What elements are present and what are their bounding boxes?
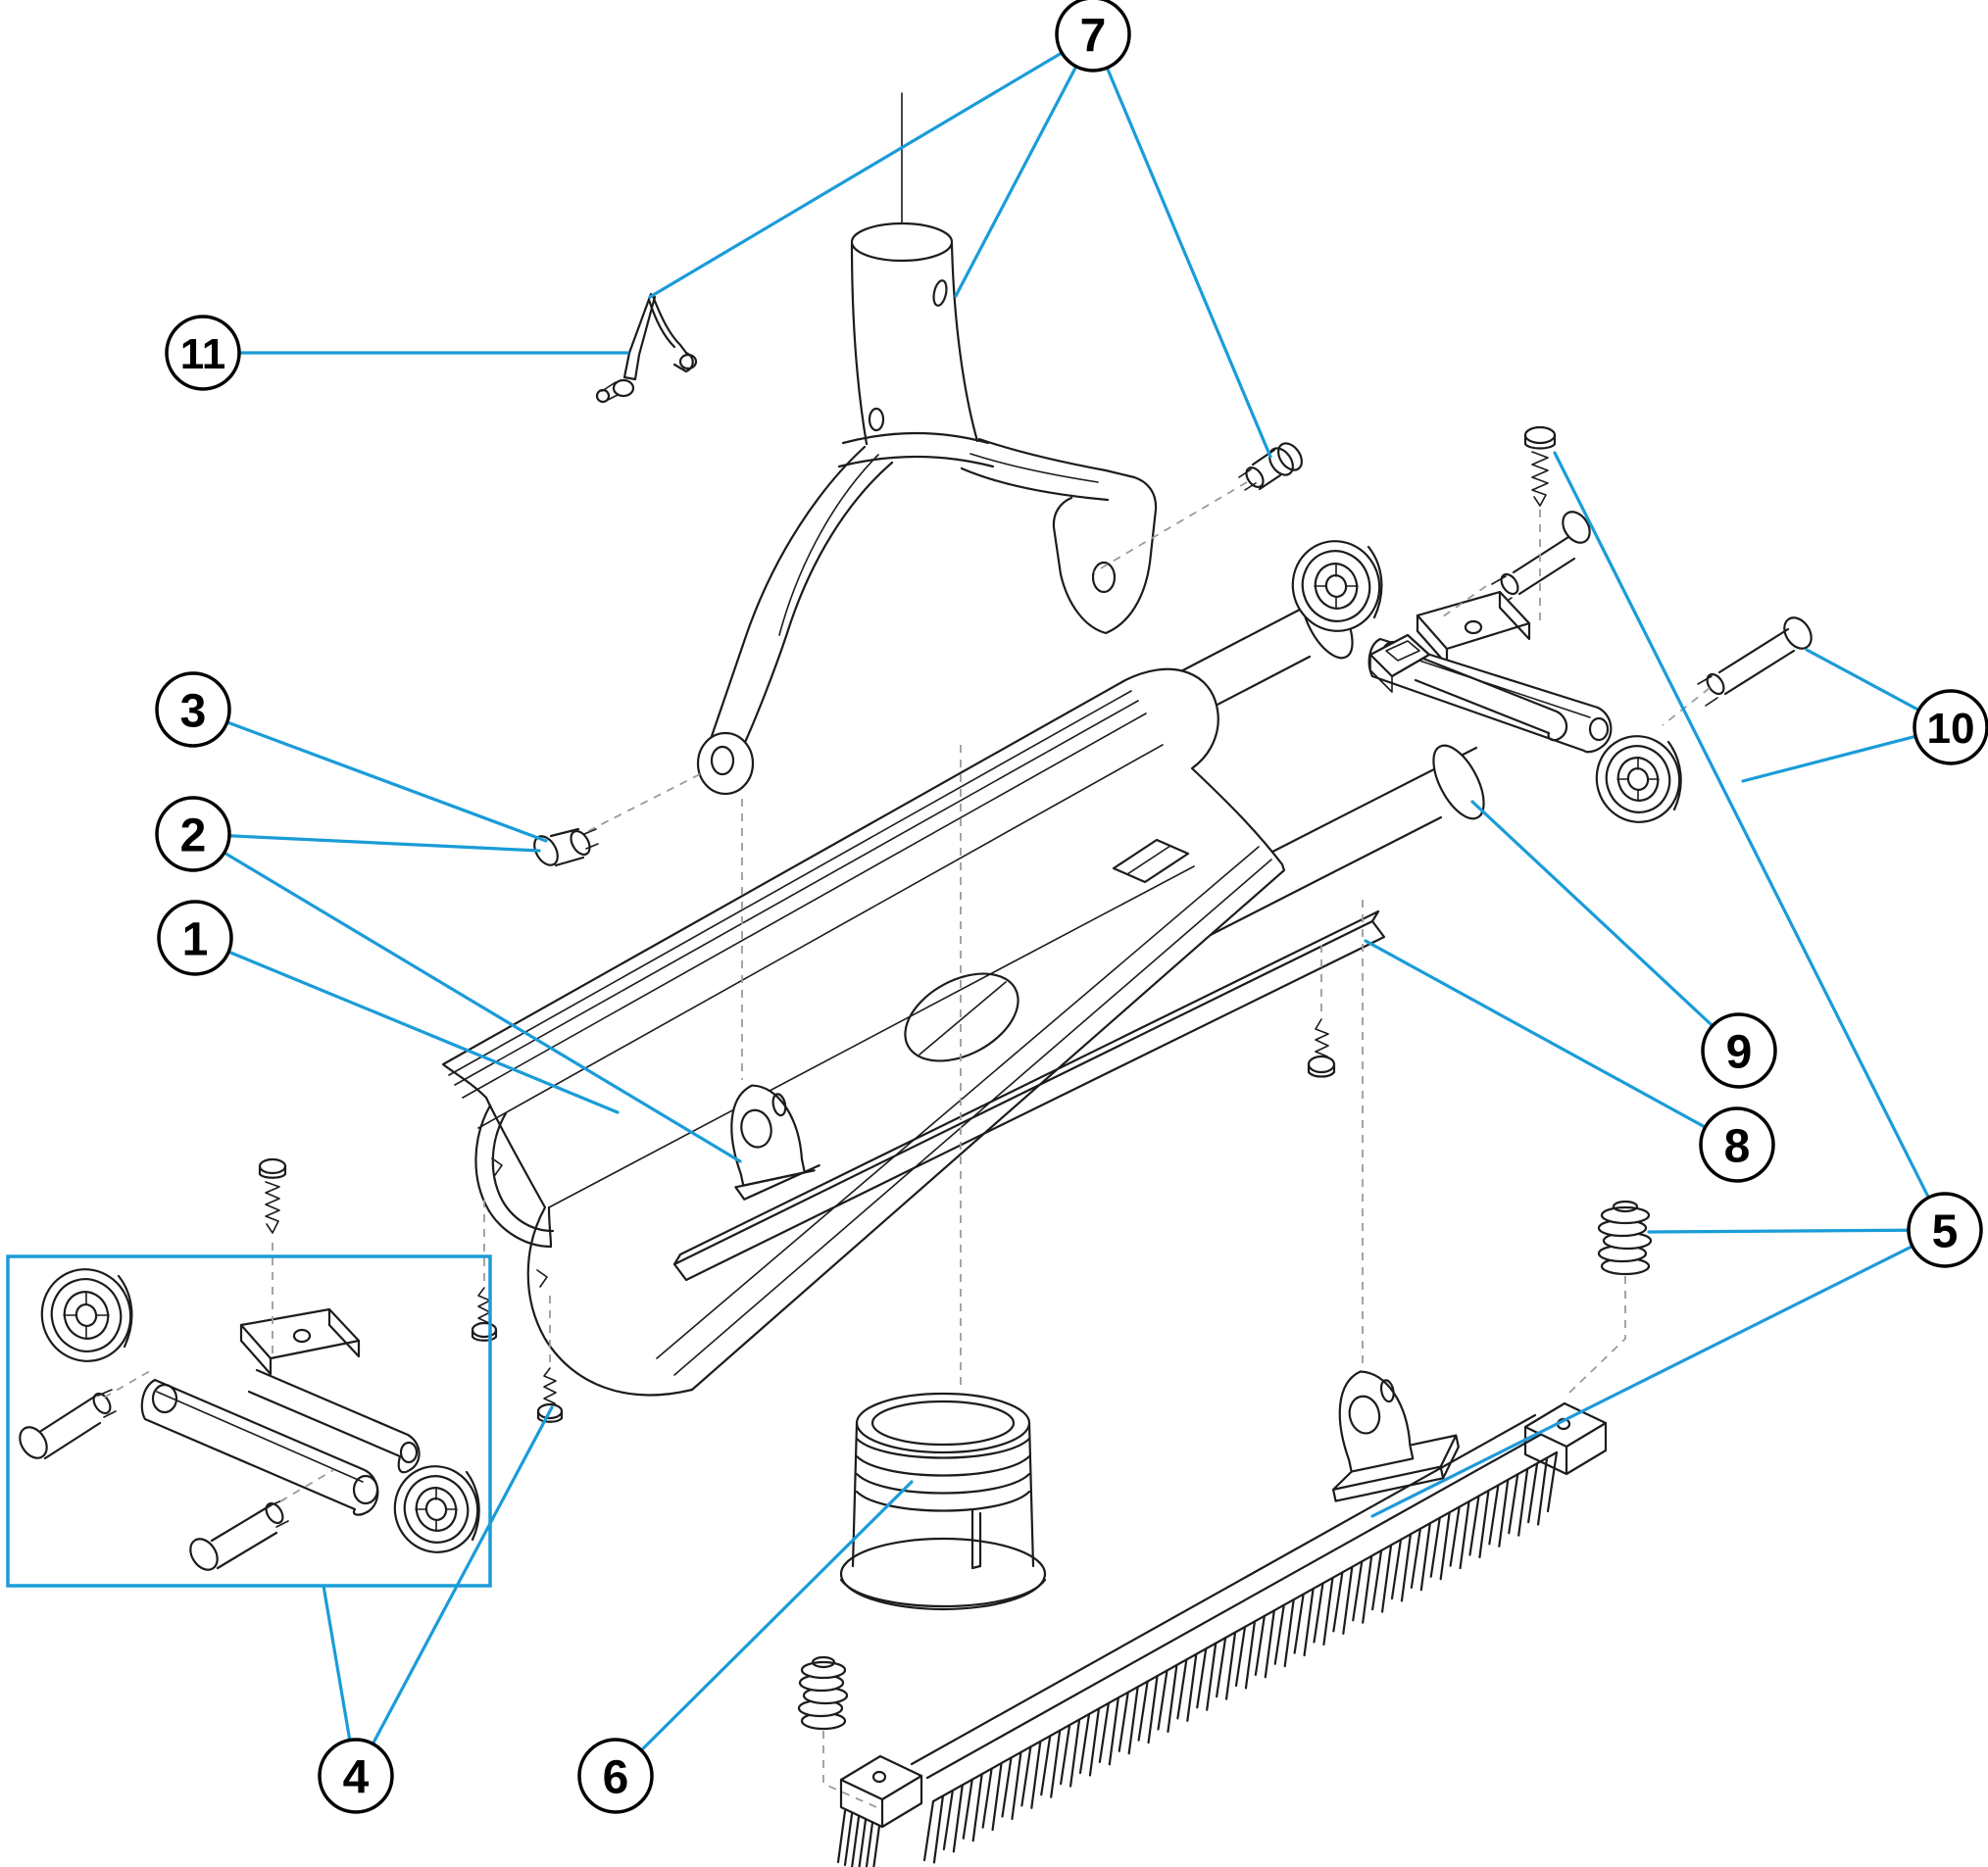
wheel-top-right-rear bbox=[1291, 540, 1383, 632]
mounting-lug-right bbox=[1331, 1370, 1460, 1502]
assembly-axis-lines bbox=[103, 481, 1711, 1808]
leader-line-2 bbox=[223, 851, 742, 1163]
screw-top-right bbox=[1523, 425, 1557, 507]
spring-right bbox=[1597, 1200, 1653, 1276]
callout-number: 6 bbox=[603, 1751, 629, 1803]
axle-pin-right bbox=[1697, 616, 1813, 707]
leader-line-6 bbox=[639, 1480, 914, 1752]
callout-4: 4 bbox=[318, 1738, 394, 1814]
axle-pin-box-right bbox=[189, 1499, 289, 1571]
callout-3: 3 bbox=[155, 671, 231, 748]
callout-number: 5 bbox=[1932, 1205, 1959, 1257]
mounting-lug-left bbox=[730, 1084, 820, 1201]
detail-box bbox=[6, 1254, 492, 1588]
callout-number: 7 bbox=[1080, 10, 1107, 62]
screw-under-body-1 bbox=[471, 1287, 498, 1342]
body-rivet bbox=[533, 827, 599, 867]
callout-2: 2 bbox=[155, 796, 231, 872]
callout-circle bbox=[155, 671, 231, 748]
retaining-strip bbox=[672, 909, 1386, 1282]
callout-8: 8 bbox=[1699, 1106, 1775, 1183]
leader-line-3 bbox=[225, 720, 548, 843]
callout-1: 1 bbox=[157, 900, 233, 976]
callout-number: 9 bbox=[1726, 1026, 1753, 1078]
callout-number: 1 bbox=[182, 913, 209, 965]
callout-6: 6 bbox=[577, 1738, 654, 1814]
leader-line-7 bbox=[648, 51, 1064, 299]
callout-number: 4 bbox=[343, 1751, 370, 1803]
callout-9: 9 bbox=[1701, 1012, 1777, 1089]
screw-under-body-2 bbox=[536, 1367, 564, 1423]
wheel-top-right-front bbox=[1595, 735, 1682, 823]
callout-circle bbox=[1907, 1192, 1983, 1268]
screw-under-strip bbox=[1307, 1018, 1336, 1078]
leader-line-2 bbox=[227, 834, 541, 853]
leader-line-4 bbox=[371, 1405, 554, 1745]
leader-line-5 bbox=[1553, 451, 1931, 1200]
leader-line-10 bbox=[1741, 734, 1917, 783]
callout-number: 3 bbox=[180, 685, 207, 737]
handle-fork-assembly bbox=[696, 221, 1158, 796]
spring-left bbox=[797, 1655, 849, 1731]
callout-number: 10 bbox=[1927, 705, 1975, 753]
callout-circle bbox=[157, 900, 233, 976]
callout-circle bbox=[1913, 689, 1988, 765]
leader-line-5 bbox=[1647, 1228, 1911, 1234]
callout-7: 7 bbox=[1055, 0, 1131, 73]
brush-bristles bbox=[836, 1450, 1559, 1867]
callout-10: 10 bbox=[1913, 689, 1988, 765]
leader-line-1 bbox=[226, 950, 620, 1114]
handle-lock-pin bbox=[1238, 442, 1303, 491]
leader-line-8 bbox=[1364, 939, 1708, 1129]
callout-11: 11 bbox=[165, 315, 241, 391]
leader-line-10 bbox=[1805, 648, 1921, 712]
callout-circle bbox=[577, 1738, 654, 1814]
wheel-box-left bbox=[40, 1268, 133, 1362]
hose-connector bbox=[839, 1392, 1047, 1611]
leader-line-5 bbox=[1370, 1244, 1914, 1518]
spring-clip bbox=[595, 292, 698, 404]
carrier-arm-top-right bbox=[1367, 590, 1613, 754]
callout-5: 5 bbox=[1907, 1192, 1983, 1268]
callout-number: 8 bbox=[1724, 1120, 1751, 1172]
axle-pin-mid bbox=[1491, 511, 1591, 607]
callout-circle bbox=[318, 1738, 394, 1814]
callout-circle bbox=[1055, 0, 1131, 73]
callout-circle bbox=[165, 315, 241, 391]
callout-number: 2 bbox=[180, 810, 207, 861]
leader-line-7 bbox=[1105, 66, 1272, 459]
axle-pin-box-left bbox=[19, 1389, 117, 1460]
leader-line-7 bbox=[954, 65, 1078, 298]
carrier-arm-box bbox=[140, 1307, 421, 1516]
callout-circle bbox=[155, 796, 231, 872]
leader-line-9 bbox=[1470, 800, 1715, 1028]
callout-circle bbox=[1701, 1012, 1777, 1089]
main-body-shell bbox=[441, 667, 1286, 1397]
leader-line-4 bbox=[322, 1584, 352, 1743]
brush-assembly bbox=[836, 1401, 1608, 1867]
callout-circle bbox=[1699, 1106, 1775, 1183]
callout-number: 11 bbox=[180, 330, 226, 378]
wheel-box-right bbox=[393, 1465, 480, 1553]
screw-detail-box bbox=[258, 1157, 287, 1234]
